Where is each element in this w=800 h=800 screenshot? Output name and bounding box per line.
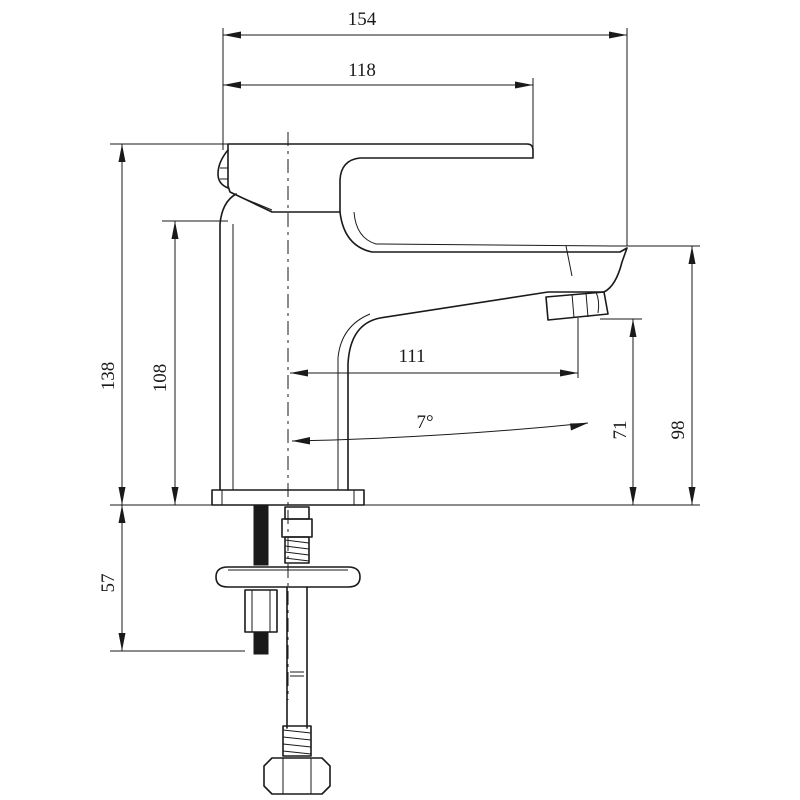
hose-coupling-bottom [263, 725, 331, 795]
threaded-rod [253, 504, 269, 566]
extension-lines [110, 28, 700, 652]
dimension-154: 154 [223, 9, 627, 39]
mounting-nut [244, 589, 278, 633]
dim-label-108: 108 [150, 364, 171, 393]
base-ring [211, 489, 365, 506]
dimension-angle-7: 7° [291, 412, 589, 445]
faucet-body [211, 143, 628, 506]
handle-lever [227, 143, 534, 213]
dimension-111: 111 [290, 346, 578, 377]
dimension-71: 71 [610, 319, 637, 505]
dimension-108: 108 [150, 221, 179, 505]
dim-label-154: 154 [348, 9, 377, 30]
rod-tip [253, 631, 269, 655]
dim-label-57: 57 [98, 574, 119, 593]
dimension-138: 138 [98, 144, 126, 505]
dimension-118: 118 [223, 60, 533, 89]
mounting-hardware [215, 504, 361, 795]
dim-label-98: 98 [668, 421, 689, 440]
hose-tube [286, 586, 308, 729]
aerator [545, 291, 609, 321]
dimension-98: 98 [668, 246, 696, 505]
dim-label-111: 111 [398, 346, 425, 367]
dim-label-138: 138 [98, 362, 119, 391]
dimension-57: 57 [98, 505, 126, 651]
dim-label-71: 71 [610, 421, 631, 440]
hose-fitting-top [281, 506, 313, 564]
spout [339, 211, 628, 491]
body-column [219, 193, 237, 491]
dim-label-118: 118 [348, 60, 376, 81]
mounting-washer [215, 566, 361, 588]
dim-label-7-degrees: 7° [416, 412, 433, 433]
